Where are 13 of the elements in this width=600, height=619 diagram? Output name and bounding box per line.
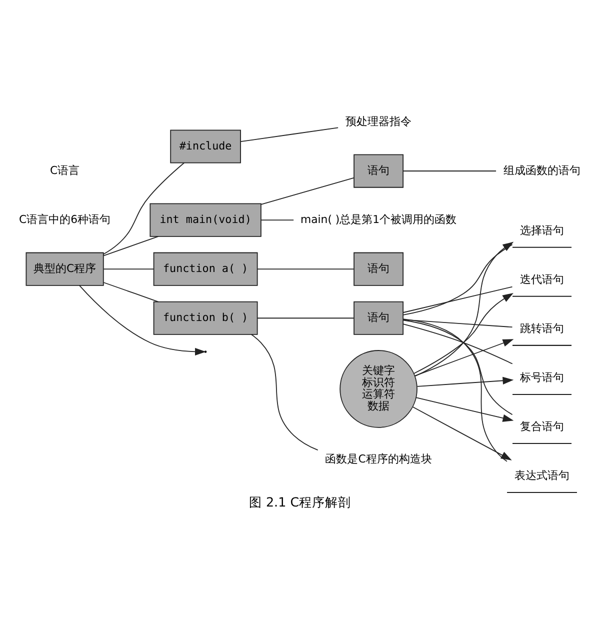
node-text: 复合语句 bbox=[520, 420, 564, 433]
node-text: 选择语句 bbox=[520, 224, 564, 237]
node-text: 跳转语句 bbox=[520, 322, 564, 335]
node-text: 函数是C程序的构造块 bbox=[325, 452, 432, 466]
label: C语言中的6种语句 bbox=[19, 212, 111, 226]
node-text: main( )总是第1个被调用的函数 bbox=[300, 212, 457, 226]
node-text: 标号语句 bbox=[520, 370, 564, 384]
node-text: 迭代语句 bbox=[520, 272, 564, 286]
node-text: 表达式语句 bbox=[514, 468, 570, 482]
node-text: 预处理器指令 bbox=[346, 114, 412, 128]
label: C语言 bbox=[50, 164, 80, 177]
node-text: 组成函数的语句 bbox=[504, 164, 581, 177]
caption: 图 2.1 C程序解剖 bbox=[248, 494, 352, 510]
